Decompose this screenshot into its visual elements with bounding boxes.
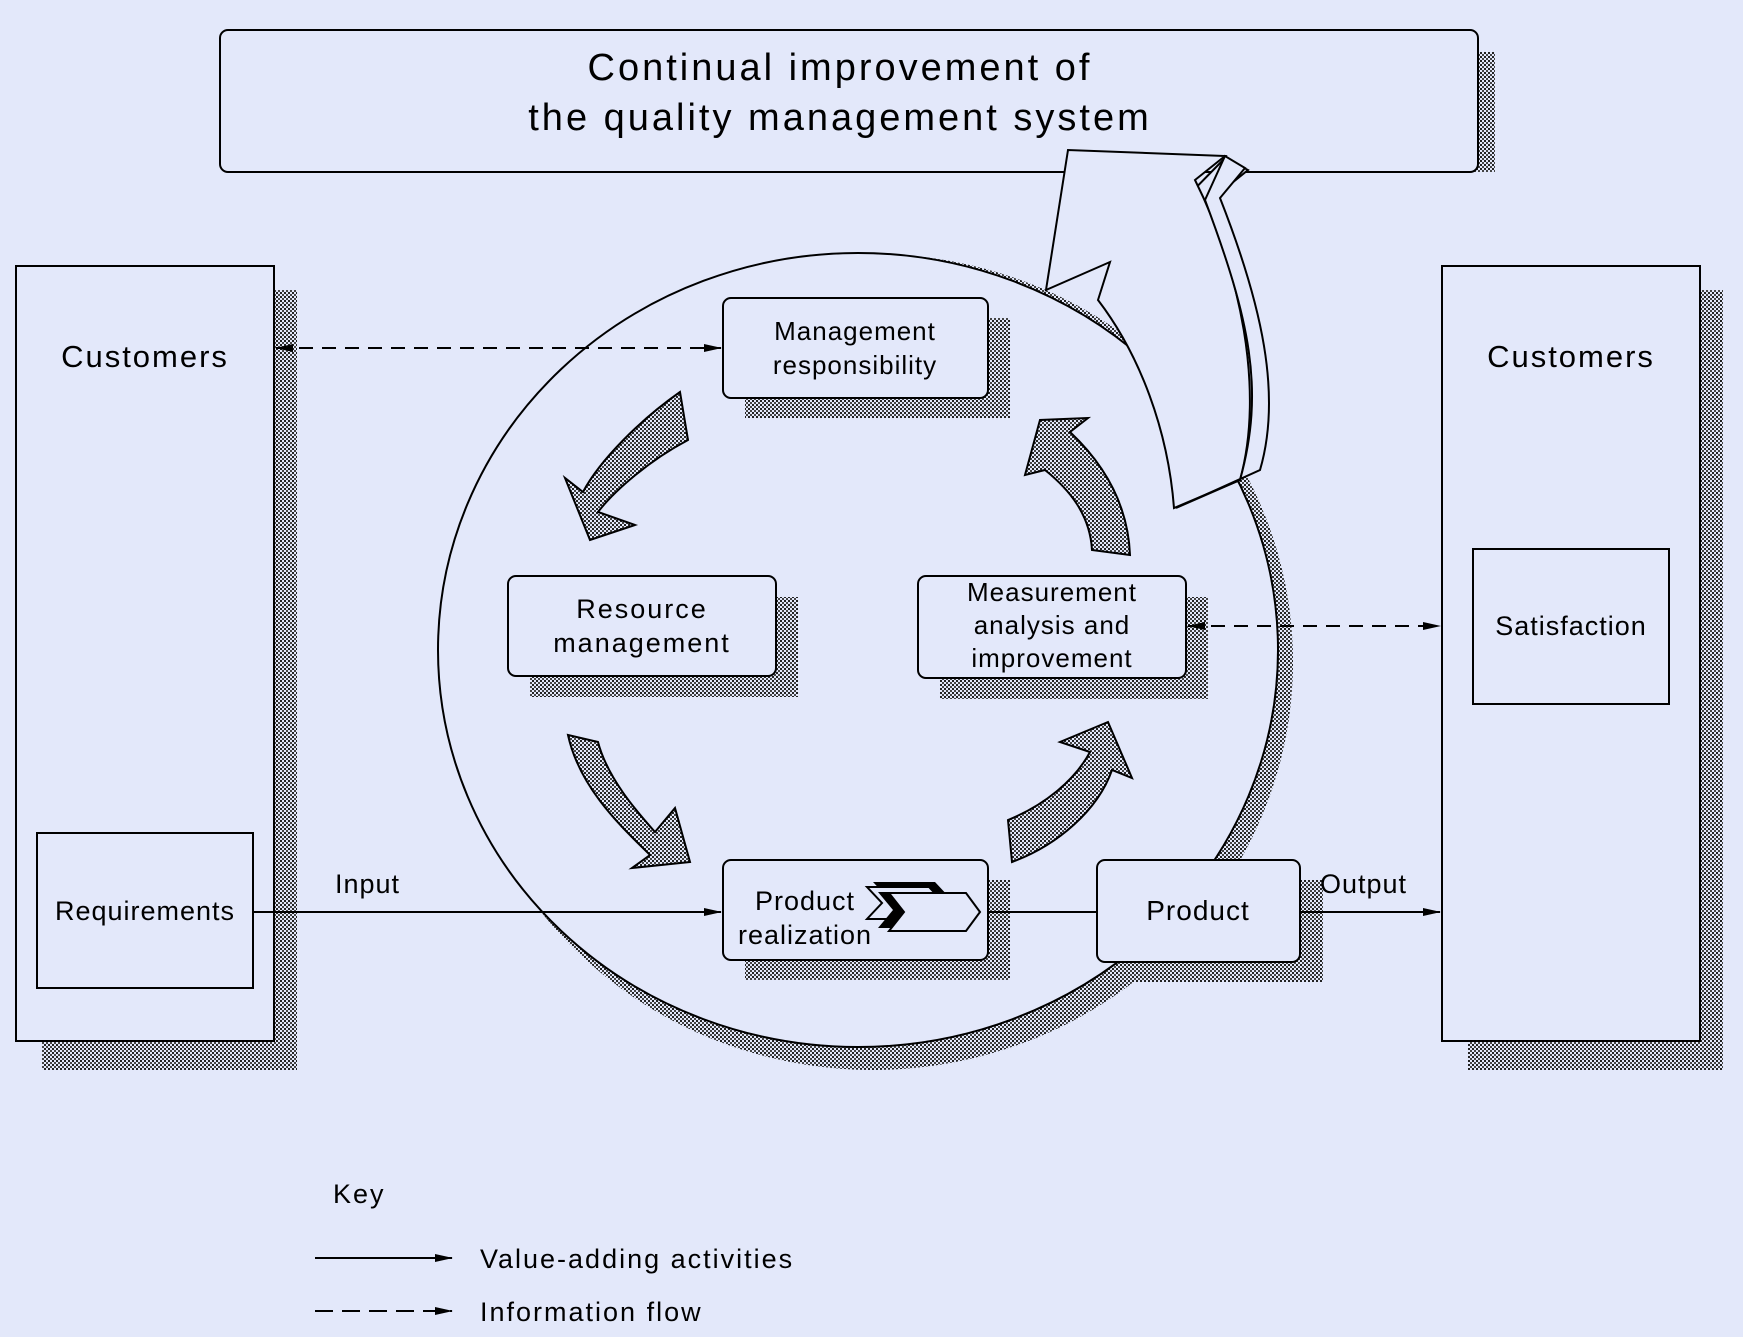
improvement-arrow-icon xyxy=(1044,148,1271,510)
measurement-line-1: Measurement xyxy=(967,577,1137,607)
legend-heading: Key xyxy=(333,1179,386,1209)
title-line-2: the quality management system xyxy=(528,97,1152,139)
legend-value-adding-label: Value-adding activities xyxy=(480,1244,794,1274)
legend-information-flow-label: Information flow xyxy=(480,1297,703,1327)
requirements-label: Requirements xyxy=(55,896,235,926)
management-line-2: responsibility xyxy=(773,350,937,380)
title-line-1: Continual improvement of xyxy=(588,47,1093,89)
customers-right-heading: Customers xyxy=(1487,339,1655,374)
realization-line-2: realization xyxy=(738,920,872,950)
requirements-box xyxy=(36,832,254,989)
satisfaction-box xyxy=(1472,548,1670,705)
customers-right-panel: Customers Satisfaction xyxy=(1441,265,1723,1070)
measurement-line-3: improvement xyxy=(971,643,1132,673)
product-box: Product xyxy=(1096,859,1323,982)
cycle-arrow-to-management-icon xyxy=(1023,416,1132,557)
product-realization-box: Product realization xyxy=(722,859,1010,980)
customers-left-panel: Customers Requirements xyxy=(15,265,297,1070)
resource-management-box: Resource management xyxy=(507,575,798,697)
continual-improvement-box: Continual improvement of the quality man… xyxy=(219,29,1495,173)
customers-left-heading: Customers xyxy=(61,339,229,374)
cycle-arrow-to-measurement-icon xyxy=(1006,720,1134,864)
input-label: Input xyxy=(335,869,400,899)
resource-line-2: management xyxy=(553,628,731,658)
management-line-1: Management xyxy=(774,316,936,346)
management-responsibility-box: Management responsibility xyxy=(722,297,1010,418)
legend: Key Value-adding activities Information … xyxy=(315,1179,794,1327)
realization-line-1: Product xyxy=(755,886,855,916)
measurement-line-2: analysis and xyxy=(974,610,1131,640)
product-label: Product xyxy=(1146,895,1250,926)
satisfaction-label: Satisfaction xyxy=(1495,611,1647,641)
cycle-arrow-to-resource-icon xyxy=(562,390,690,542)
cycle-arrow-to-realization-icon xyxy=(566,733,692,870)
process-chevron-icon xyxy=(864,882,982,932)
output-label: Output xyxy=(1320,869,1407,899)
measurement-analysis-box: Measurement analysis and improvement xyxy=(917,575,1208,699)
resource-line-1: Resource xyxy=(576,594,708,624)
